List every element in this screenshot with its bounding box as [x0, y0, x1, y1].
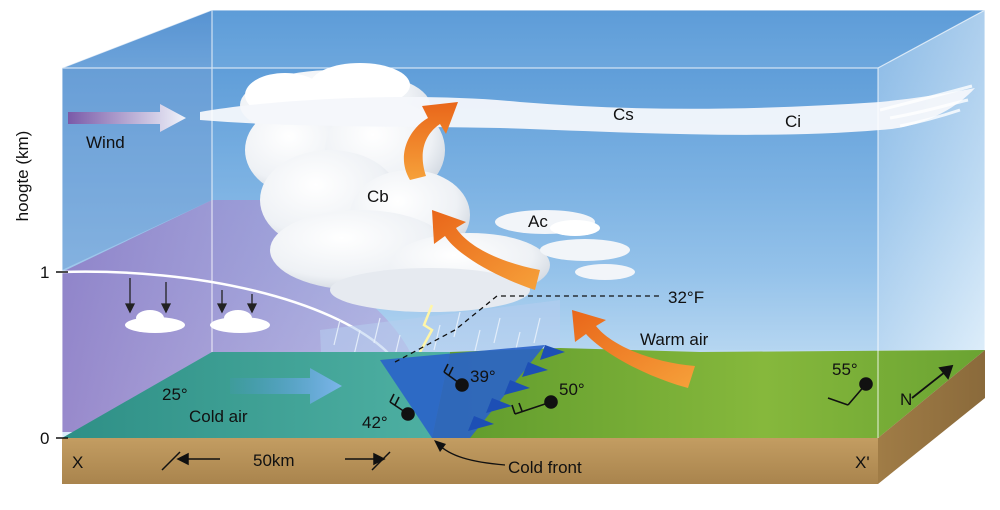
small-clouds-cold-air [125, 310, 270, 333]
soil-front-face [62, 438, 878, 484]
cs-label: Cs [613, 105, 634, 124]
x-end-label: X' [855, 453, 870, 472]
y-tick-0-label: 0 [40, 429, 50, 448]
anvil-cirrostratus [200, 88, 975, 135]
temp-55-label: 55° [832, 360, 858, 379]
temp-25-label: 25° [162, 385, 188, 404]
wind-label: Wind [86, 133, 125, 152]
cold-front-pointer-head [434, 440, 446, 452]
temp-50-label: 50° [559, 380, 585, 399]
distance-scale [161, 451, 391, 471]
north-arrow [911, 364, 954, 399]
soil-right-face [878, 350, 985, 484]
y-axis-label: hoogte (km) [13, 130, 32, 222]
y-tick-1-label: 1 [40, 263, 50, 282]
x-start-label: X [72, 453, 84, 472]
lightning-bolt [418, 304, 434, 353]
north-label: N [900, 390, 913, 409]
freezing-level-label: 32°F [668, 288, 705, 307]
box-left-face [62, 10, 212, 270]
cold-front-symbols [468, 345, 565, 431]
updraft-arrow-top [403, 102, 458, 180]
cold-ground-surface [62, 352, 450, 438]
station-model-50 [511, 395, 558, 415]
warm-ground-surface [432, 348, 985, 438]
station-model-55 [827, 377, 873, 406]
ac-label: Ac [528, 212, 548, 231]
temp-42-label: 42° [362, 413, 388, 432]
station-model-42 [389, 393, 415, 421]
cold-air-label: Cold air [189, 407, 248, 426]
cb-label: Cb [367, 187, 389, 206]
updraft-arrow-middle [432, 210, 540, 290]
temp-39-label: 39° [470, 367, 496, 386]
ci-label: Ci [785, 112, 802, 131]
cold-front-label: Cold front [508, 458, 582, 477]
wind-arrow [68, 104, 186, 132]
cold-air-arrow [230, 368, 342, 404]
station-model-39 [443, 363, 469, 392]
cirrus-wisps [879, 84, 973, 128]
subsidence-arrows [124, 278, 258, 314]
distance-label: 50km [253, 451, 295, 470]
altocumulus-clouds [495, 210, 635, 280]
box-edges [61, 9, 986, 438]
warm-air-arrow [572, 310, 695, 388]
warm-air-label: Warm air [640, 330, 709, 349]
